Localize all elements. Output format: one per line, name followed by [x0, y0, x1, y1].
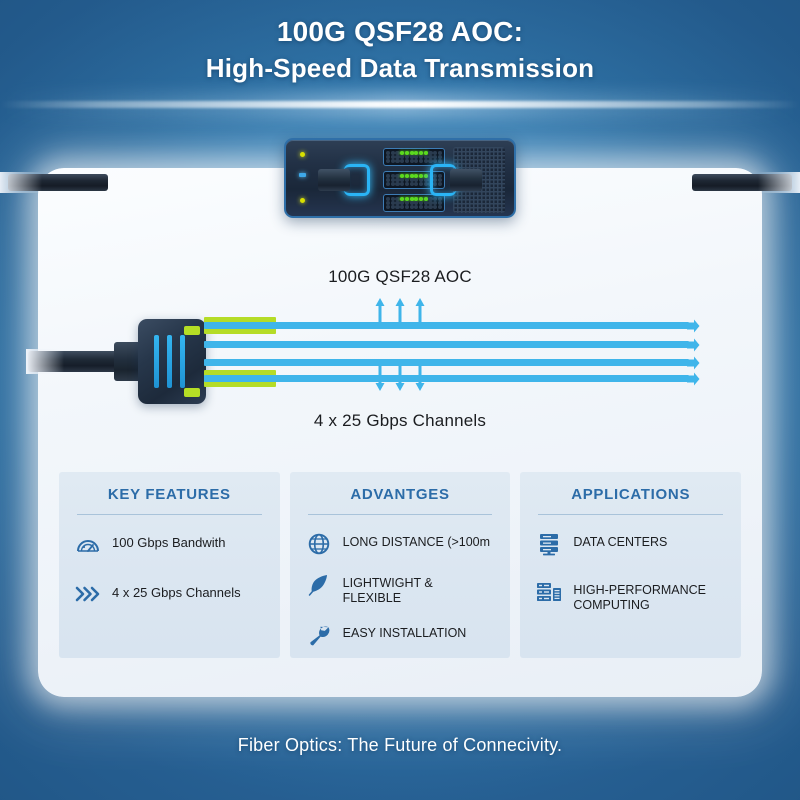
chevrons-right-icon [75, 582, 101, 606]
connector-body [138, 319, 206, 404]
connector-stripe [167, 335, 172, 388]
port-panel-2 [383, 171, 445, 189]
card-advantages: ADVANTGES LONG DISTANCE (>100m [289, 472, 511, 658]
connector-pad-bottom [184, 388, 200, 397]
fiber-line-3 [204, 359, 689, 366]
arrow-up-icon [395, 298, 405, 324]
fiber-line-4 [204, 375, 689, 382]
list-item-label: DATA CENTERS [573, 535, 668, 549]
list-item-label: EASY INSTALLATION [342, 626, 467, 640]
card-divider [77, 514, 262, 515]
switch-illustration [0, 138, 800, 248]
card-item-list: LONG DISTANCE (>100m LIGHTWIGHT & FLEXIB… [306, 532, 495, 664]
port-panel-1 [383, 148, 445, 166]
title-line-2: High-Speed Data Transmission [205, 53, 595, 83]
arrow-up-icon [375, 298, 385, 324]
fiber-line-1 [204, 322, 689, 329]
list-item-label: LIGHTWIGHT & FLEXIBLE [342, 576, 433, 605]
card-divider [307, 514, 493, 515]
fiber-line-2 [204, 341, 689, 348]
connector-clip-left [344, 164, 370, 196]
arrow-down-icon [375, 365, 385, 391]
wrench-icon [306, 623, 332, 647]
light-streak [0, 101, 800, 108]
gauge-icon [75, 532, 101, 556]
arrow-right-icon [687, 372, 700, 385]
arrow-right-icon [687, 319, 700, 332]
connector-clip-right [430, 164, 456, 196]
status-led-blue [299, 173, 306, 177]
list-item-label: 100 Gbps Bandwith [112, 535, 226, 550]
arrows-down-group [375, 364, 426, 392]
card-title: KEY FEATURES [107, 486, 231, 503]
status-led-yellow-bottom [300, 198, 305, 203]
feather-icon [306, 573, 332, 597]
connector-stripe [180, 335, 185, 388]
list-item-label: LONG DISTANCE (>100m [342, 535, 491, 549]
list-item: LIGHTWIGHT & FLEXIBLE [306, 573, 495, 606]
arrow-right-icon [687, 338, 700, 351]
arrow-up-icon [415, 298, 425, 324]
arrow-down-icon [395, 365, 405, 391]
port-leds-1 [386, 151, 442, 163]
connector-pad-top [184, 326, 200, 335]
page-title: 100G QSF28 AOC: High-Speed Data Transmis… [0, 14, 800, 86]
server-cluster-icon [536, 580, 562, 604]
card-item-list: 100 Gbps Bandwith 4 x 25 Gbps Channels [75, 532, 264, 632]
list-item: 100 Gbps Bandwith [75, 532, 264, 556]
port-panel-3 [383, 194, 445, 212]
feature-cards: KEY FEATURES 100 Gbps Bandwith [59, 472, 742, 658]
card-item-list: DATA CENTERS [536, 532, 725, 637]
card-divider [538, 514, 724, 515]
diagram-top-label: 100G QSF28 AOC [328, 267, 472, 286]
cable-right-fade [758, 172, 800, 193]
plug-right [450, 169, 482, 191]
main-panel: 100G QSF28 AOC [0, 138, 800, 697]
network-switch-device [284, 138, 516, 218]
card-title: ADVANTGES [350, 486, 450, 503]
arrows-up-group [375, 297, 426, 325]
list-item: HIGH-PERFORMANCE COMPUTING [536, 580, 725, 613]
globe-icon [306, 532, 332, 556]
arrow-down-icon [415, 365, 425, 391]
status-led-yellow-top [300, 152, 305, 157]
footer-tagline: Fiber Optics: The Future of Connecivity. [237, 735, 563, 755]
list-item-label: HIGH-PERFORMANCE COMPUTING [573, 583, 706, 612]
arrow-right-icon [687, 356, 700, 369]
list-item-label: 4 x 25 Gbps Channels [112, 585, 241, 600]
list-item: DATA CENTERS [536, 532, 725, 556]
plug-left [318, 169, 350, 191]
list-item: LONG DISTANCE (>100m [306, 532, 495, 556]
diagram-bottom-label: 4 x 25 Gbps Channels [313, 411, 487, 430]
card-title: APPLICATIONS [571, 486, 691, 503]
connector-stripe [154, 335, 159, 388]
list-item: 4 x 25 Gbps Channels [75, 582, 264, 606]
card-key-features: KEY FEATURES 100 Gbps Bandwith [59, 472, 280, 658]
list-item: EASY INSTALLATION [306, 623, 495, 647]
connector-cable-fade [26, 349, 64, 374]
title-line-1: 100G QSF28 AOC: [276, 16, 524, 47]
port-leds-3 [386, 197, 442, 209]
card-applications: APPLICATIONS [520, 472, 742, 658]
cable-left-fade [0, 172, 42, 193]
server-rack-icon [536, 532, 562, 556]
